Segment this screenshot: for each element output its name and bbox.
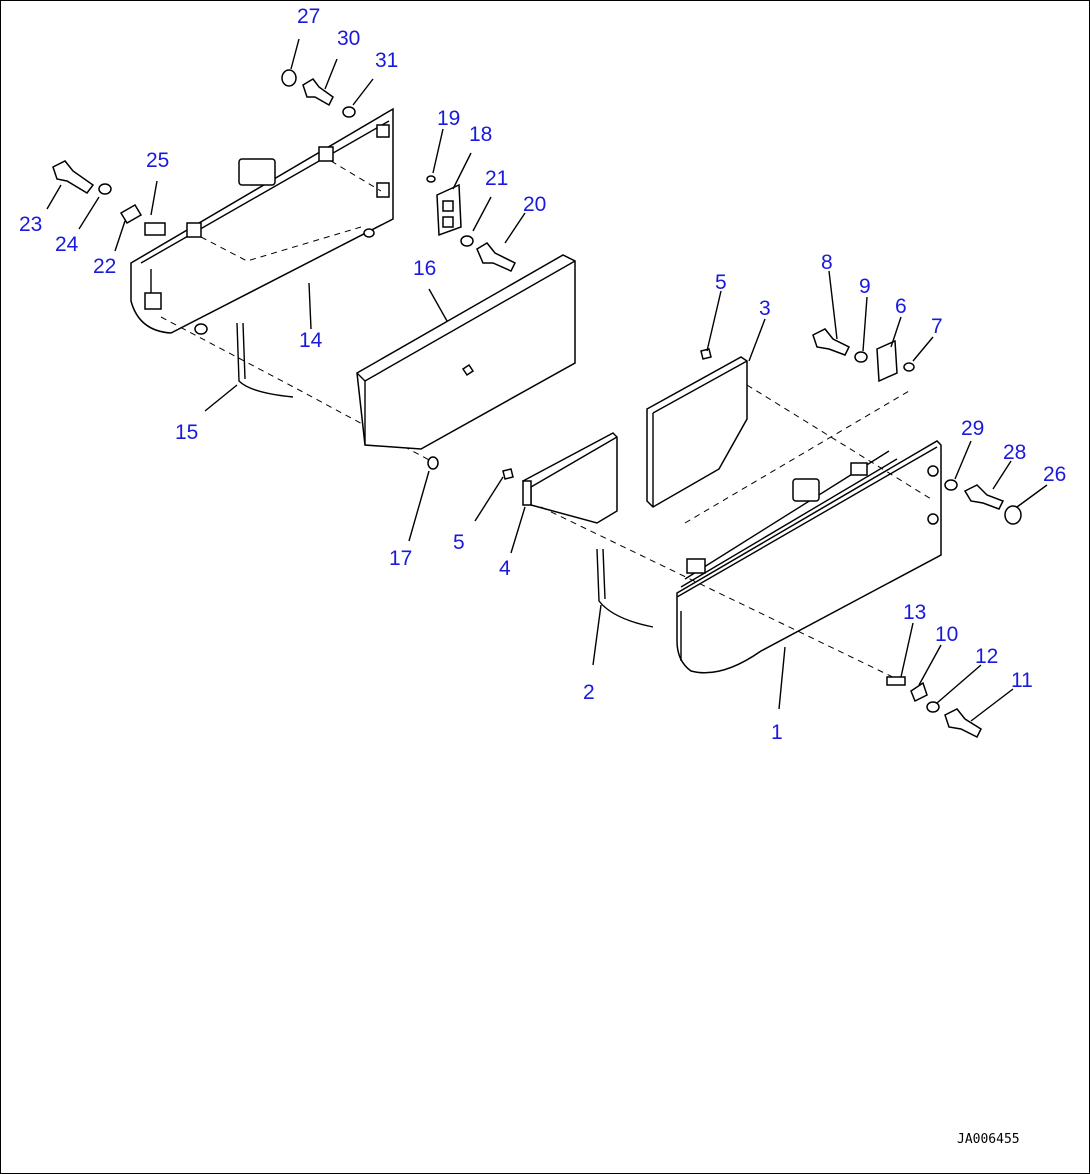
- callout-1: 1: [771, 721, 783, 744]
- pad-part-16: [356, 254, 576, 450]
- bracket-parts-18-19-20-21: [426, 175, 517, 272]
- callout-7: 7: [931, 315, 943, 338]
- callout-29: 29: [961, 417, 984, 440]
- seal-part-15-inner: [242, 322, 246, 380]
- callout-labels: 27 30 31 19 18 25 21 20 23 24 22 16 14 1…: [19, 5, 1066, 744]
- dashed-assembly-lines-1: [540, 384, 932, 682]
- callout-4: 4: [499, 557, 511, 580]
- callout-12: 12: [975, 645, 998, 668]
- cover-part-1: [676, 440, 942, 674]
- callout-20: 20: [523, 193, 546, 216]
- callout-31: 31: [375, 49, 398, 72]
- callout-6: 6: [895, 295, 907, 318]
- seal-part-2: [596, 548, 654, 628]
- callout-8: 8: [821, 251, 833, 274]
- callout-14: 14: [299, 329, 323, 352]
- callout-21: 21: [485, 167, 508, 190]
- callout-22: 22: [93, 255, 116, 278]
- callout-30: 30: [337, 27, 360, 50]
- seal-part-2-inner: [602, 548, 606, 600]
- callout-18: 18: [469, 123, 492, 146]
- callout-25: 25: [146, 149, 169, 172]
- grommet-part-17: [427, 456, 439, 470]
- bolt-set-10-11-12-13: [886, 676, 982, 739]
- callout-24: 24: [55, 233, 79, 256]
- pad-part-3: [646, 348, 748, 508]
- cover-part-14: [130, 107, 394, 335]
- callout-13: 13: [903, 601, 926, 624]
- seal-part-15: [236, 322, 294, 398]
- bolt-set-6-7-8-9: [812, 328, 915, 383]
- bolt-set-27-30-31: [281, 69, 356, 118]
- callout-15: 15: [175, 421, 198, 444]
- callout-26: 26: [1043, 463, 1066, 486]
- callout-28: 28: [1003, 441, 1026, 464]
- drawing-reference-code: JA006455: [957, 1132, 1020, 1147]
- callout-23: 23: [19, 213, 42, 236]
- callout-16: 16: [413, 257, 436, 280]
- leader-lines: [46, 38, 1048, 722]
- callout-5-upper: 5: [715, 271, 727, 294]
- bolt-set-22-23-24-25: [52, 160, 166, 236]
- callout-27: 27: [297, 5, 320, 28]
- callout-11: 11: [1011, 669, 1033, 692]
- bolt-set-26-28-29: [944, 479, 1022, 525]
- pad-part-4: [502, 432, 618, 524]
- callout-3: 3: [759, 297, 771, 320]
- callout-9: 9: [859, 275, 871, 298]
- callout-19: 19: [437, 107, 460, 130]
- callout-2: 2: [583, 681, 595, 704]
- callout-17: 17: [389, 547, 412, 570]
- callout-5-lower: 5: [453, 531, 465, 554]
- callout-10: 10: [935, 623, 958, 646]
